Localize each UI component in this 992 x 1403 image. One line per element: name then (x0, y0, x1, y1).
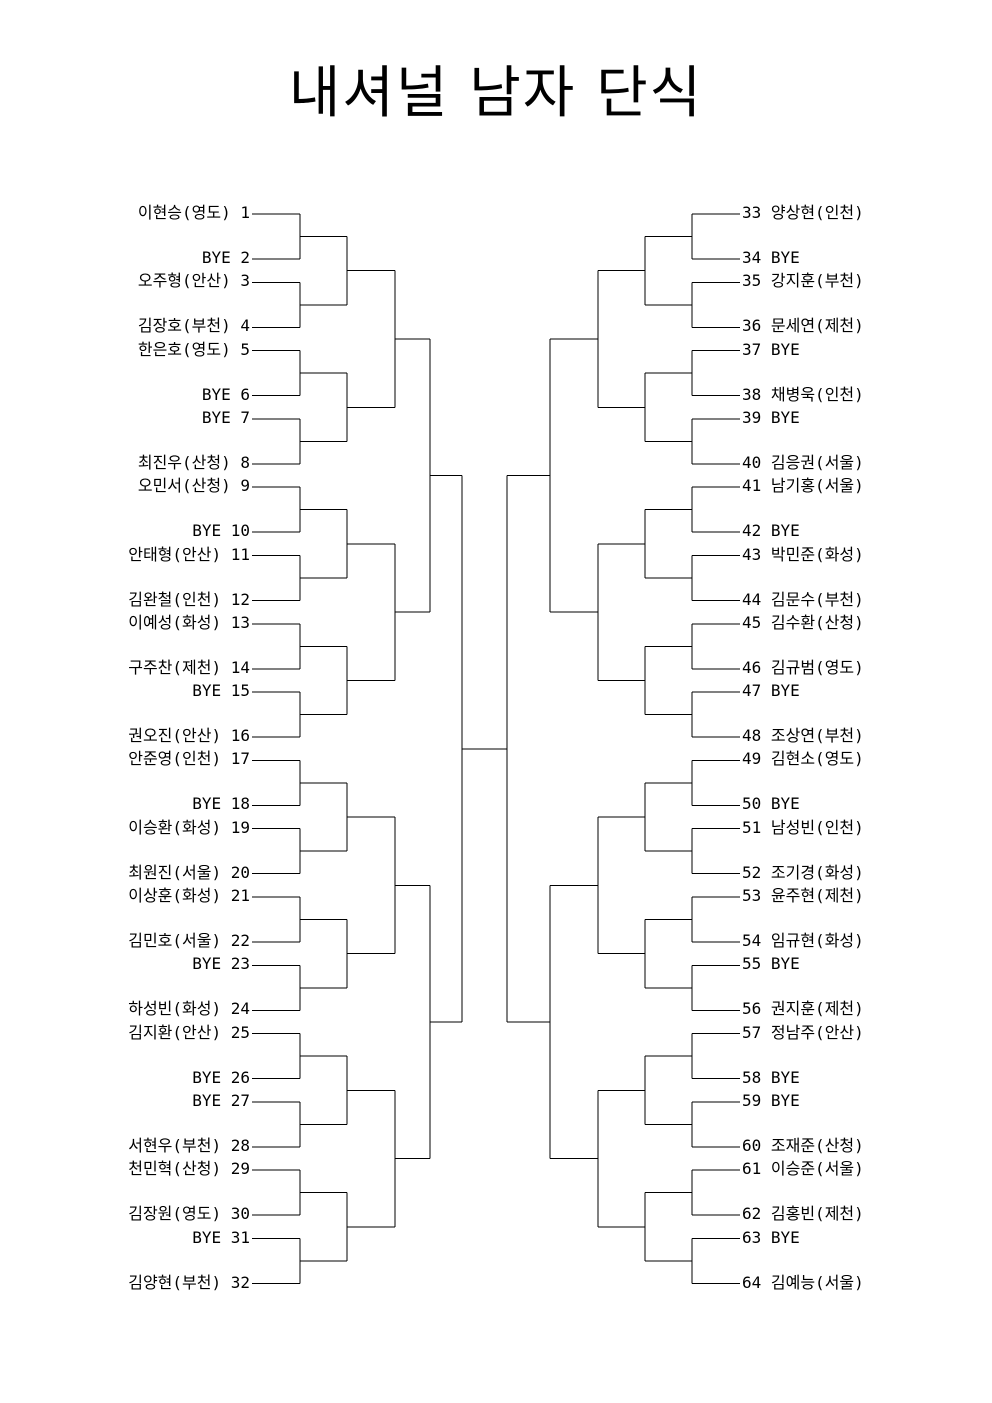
player-entry: 이승환(화성) 19 (128, 817, 250, 837)
player-entry: BYE 23 (192, 954, 250, 974)
player-entry: 57 정남주(안산) (742, 1022, 864, 1042)
player-entry: 오민서(산청) 9 (137, 476, 250, 496)
player-entry: 42 BYE (742, 521, 800, 541)
player-entry: 40 김응권(서울) (742, 452, 864, 472)
player-entry: BYE 31 (192, 1227, 250, 1247)
player-entry: 34 BYE (742, 248, 800, 267)
player-entry: BYE 10 (192, 521, 250, 541)
player-entry: 최진우(산청) 8 (137, 452, 250, 472)
player-entry: 62 김홍빈(제천) (742, 1204, 864, 1224)
player-entry: 53 윤주현(제천) (742, 886, 864, 905)
player-entry: 56 권지훈(제천) (742, 999, 864, 1019)
player-entry: 김장원(영도) 30 (128, 1204, 250, 1224)
player-entry: 43 박민준(화성) (742, 544, 864, 564)
player-entry: 51 남성빈(인천) (742, 817, 864, 837)
player-entry: 천민혁(산청) 29 (128, 1159, 250, 1179)
player-entry: 안준영(인천) 17 (128, 749, 250, 769)
player-entry: 구주찬(제천) 14 (128, 657, 250, 677)
player-entry: 49 김현소(영도) (742, 749, 864, 769)
player-entry: 48 조상연(부천) (742, 726, 864, 746)
player-entry: 45 김수환(산청) (742, 612, 864, 632)
player-entry: 59 BYE (742, 1090, 800, 1110)
player-entry: 39 BYE (742, 407, 800, 427)
player-entry: 37 BYE (742, 339, 800, 359)
player-entry: BYE 18 (192, 794, 250, 814)
player-entry: 오주형(안산) 3 (137, 271, 250, 291)
player-entry: 35 강지훈(부천) (742, 271, 864, 291)
player-entry: BYE 26 (192, 1067, 250, 1087)
player-entry: 김완철(인천) 12 (128, 589, 250, 609)
player-entry: BYE 2 (201, 248, 250, 267)
player-entry: 61 이승준(서울) (742, 1159, 864, 1179)
player-entry: 이예성(화성) 13 (128, 612, 250, 632)
player-entry: BYE 27 (192, 1090, 250, 1110)
player-entry: BYE 6 (201, 384, 250, 404)
player-entry: 38 채병욱(인천) (742, 384, 864, 404)
player-entry: BYE 15 (192, 681, 250, 701)
player-entry: 36 문세연(제천) (742, 316, 864, 336)
player-entry: 이현승(영도) 1 (137, 203, 250, 222)
player-entry: 41 남기홍(서울) (742, 476, 864, 496)
player-entry: 33 양상현(인천) (742, 203, 864, 222)
player-entry: 52 조기경(화성) (742, 862, 864, 882)
page-title: 내셔널 남자 단식 (288, 61, 704, 126)
player-entry: 50 BYE (742, 794, 800, 814)
player-entry: 김지환(안산) 25 (128, 1022, 250, 1042)
player-entry: 최원진(서울) 20 (128, 862, 250, 882)
player-entry: 서현우(부천) 28 (128, 1135, 250, 1155)
player-entry: 김양현(부천) 32 (128, 1272, 250, 1292)
player-entry: 55 BYE (742, 954, 800, 974)
player-entry: 안태형(안산) 11 (128, 544, 250, 564)
player-entry: 김민호(서울) 22 (128, 931, 250, 950)
player-entry: 권오진(안산) 16 (128, 726, 250, 746)
player-entry: 하성빈(화성) 24 (128, 999, 250, 1019)
player-entry: 64 김예능(서울) (742, 1272, 864, 1292)
player-entry: 이상훈(화성) 21 (128, 886, 250, 905)
player-entry: 46 김규범(영도) (742, 657, 864, 677)
player-entry: 47 BYE (742, 681, 800, 701)
player-entry: 김장호(부천) 4 (137, 316, 250, 336)
player-entry: 60 조재준(산청) (742, 1135, 864, 1155)
player-entry: 63 BYE (742, 1227, 800, 1247)
player-entry: 한은호(영도) 5 (137, 339, 250, 359)
player-entry: 44 김문수(부천) (742, 589, 864, 609)
player-entry: BYE 7 (201, 407, 250, 427)
player-entry: 58 BYE (742, 1067, 800, 1087)
player-entry: 54 임규현(화성) (742, 931, 864, 950)
